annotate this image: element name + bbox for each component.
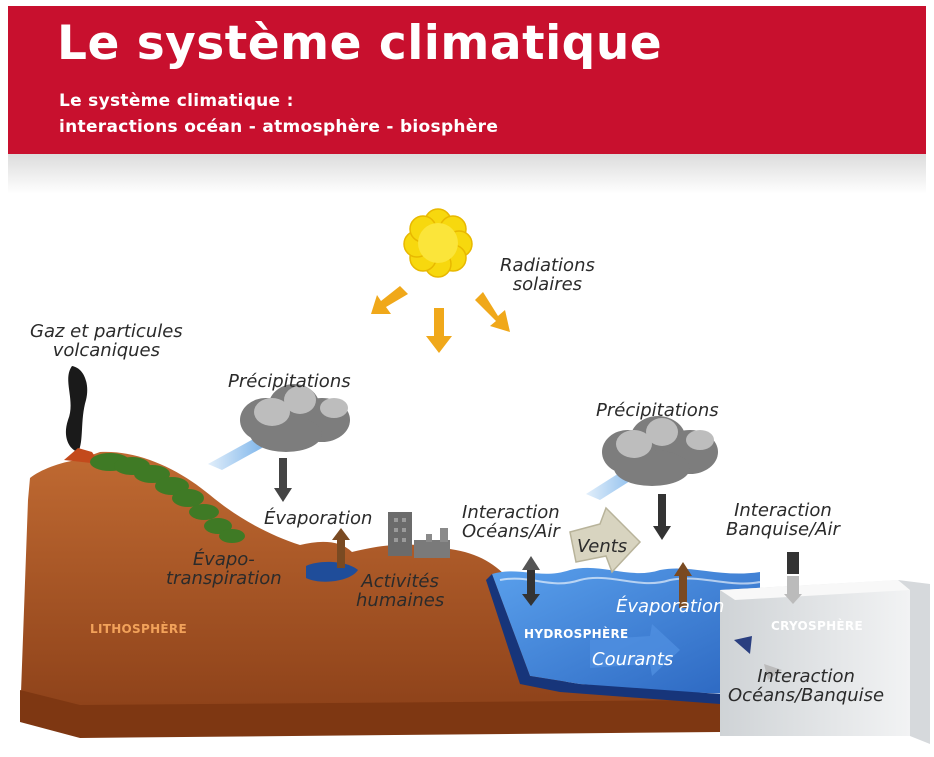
city-buildings bbox=[388, 512, 450, 558]
arrow-ocean-ice bbox=[734, 636, 782, 680]
label-evaporation-left: Évaporation bbox=[264, 508, 373, 529]
header-shadow bbox=[8, 154, 926, 194]
label-courants: Courants bbox=[592, 649, 674, 670]
label-cryosphere: CRYOSPHÈRE bbox=[771, 619, 863, 633]
arrow-updown-ocean-air bbox=[522, 556, 540, 606]
arrow-down-precip-left bbox=[274, 458, 292, 502]
label-interaction-banquise-air: Interaction Banquise/Air bbox=[726, 500, 840, 540]
subtitle-line-1: Le système climatique : bbox=[59, 91, 294, 111]
ocean bbox=[486, 567, 761, 704]
label-lithosphere: LITHOSPHÈRE bbox=[90, 622, 187, 636]
vegetation bbox=[90, 453, 245, 543]
label-radiations-solaires: Radiations solaires bbox=[500, 255, 595, 295]
solar-radiation-arrows bbox=[371, 286, 510, 353]
label-vents: Vents bbox=[577, 536, 628, 557]
arrow-up-evaporation-left bbox=[332, 528, 350, 568]
label-evaporation-right: Évaporation bbox=[616, 596, 725, 617]
label-activites-humaines: Activités humaines bbox=[356, 571, 445, 611]
arrow-up-evaporation-right bbox=[674, 562, 692, 608]
label-interaction-oceans-air: Interaction Océans/Air bbox=[462, 502, 560, 542]
subtitle-line-2: interactions océan - atmosphère - biosph… bbox=[59, 117, 499, 137]
cloud-left bbox=[208, 384, 350, 470]
label-precipitations-right: Précipitations bbox=[596, 400, 719, 421]
ice-shelf bbox=[720, 580, 930, 744]
sun-icon bbox=[403, 208, 473, 278]
arrow-winds bbox=[569, 506, 642, 574]
title-banner bbox=[8, 6, 926, 154]
label-gaz-volcaniques: Gaz et particules volcaniques bbox=[30, 321, 183, 361]
cloud-right bbox=[586, 416, 718, 500]
arrow-updown-banquise-air bbox=[784, 552, 802, 604]
volcano-plume bbox=[65, 366, 88, 452]
arrow-down-precip-right bbox=[653, 494, 671, 540]
climate-system-diagram bbox=[8, 154, 930, 744]
label-evapotranspiration: Évapo- transpiration bbox=[166, 549, 282, 589]
arrow-currents bbox=[590, 624, 680, 676]
label-hydrosphere: HYDROSPHÈRE bbox=[524, 627, 629, 641]
label-precipitations-left: Précipitations bbox=[228, 371, 351, 392]
flow-arrows bbox=[274, 458, 802, 680]
label-interaction-oceans-banquise: Interaction Océans/Banquise bbox=[728, 666, 885, 706]
page-title: Le système climatique bbox=[57, 16, 663, 71]
